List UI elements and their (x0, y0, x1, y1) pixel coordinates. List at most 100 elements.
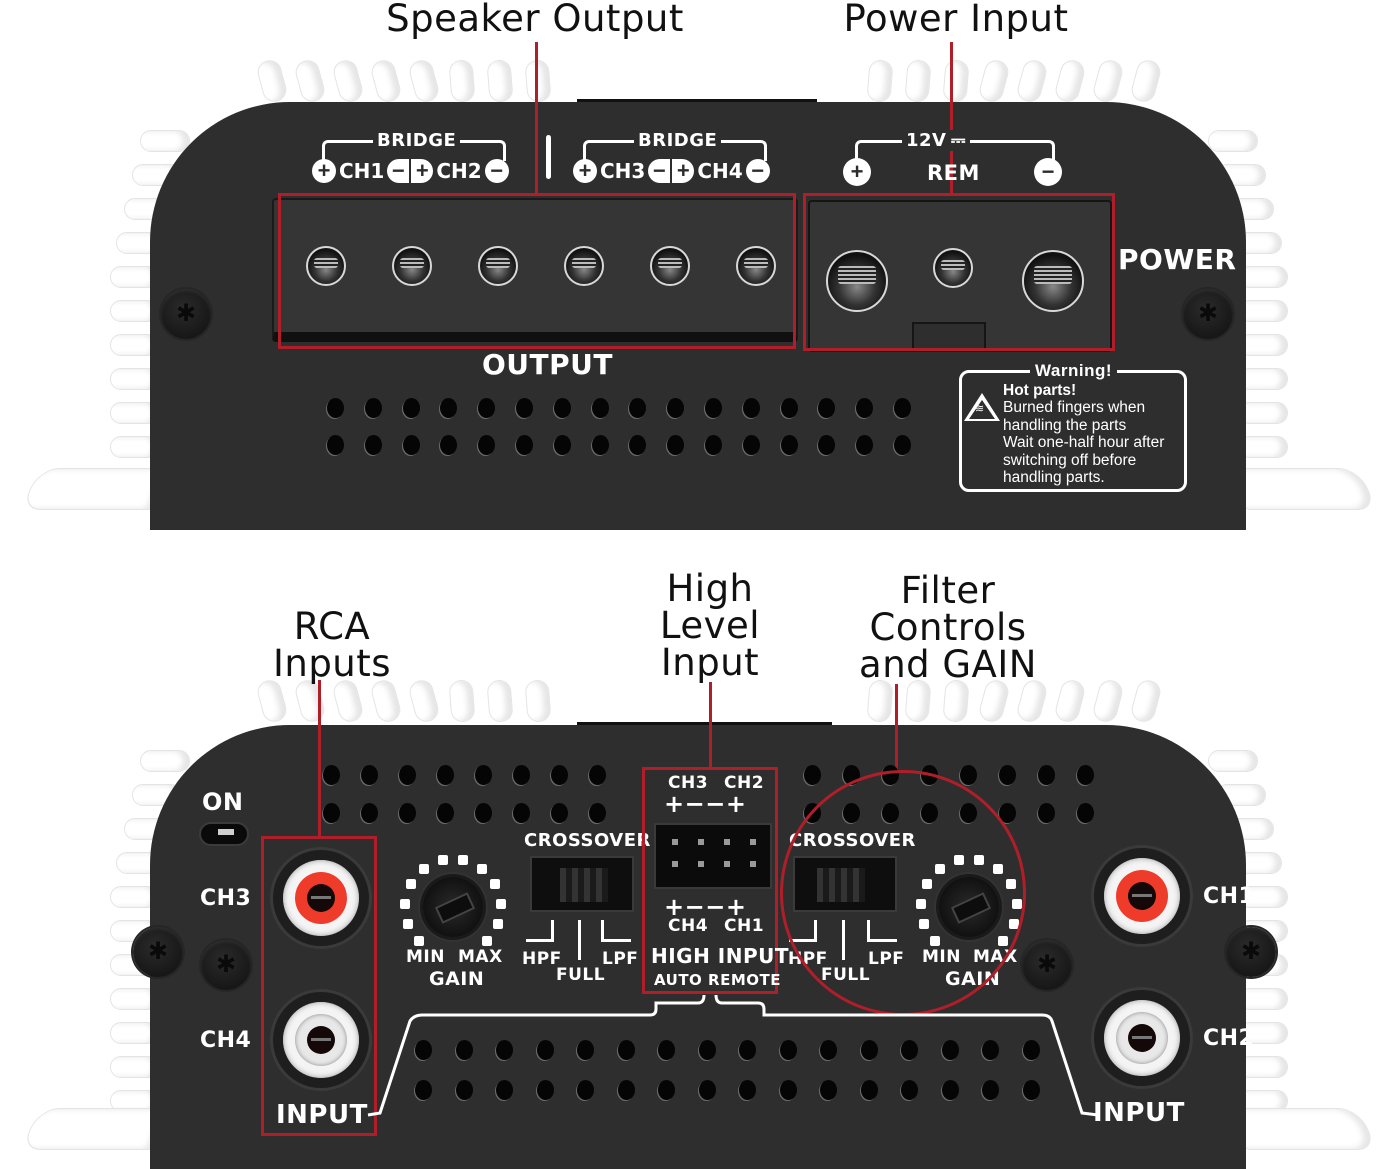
vent-hole (551, 765, 568, 785)
vent-hole (856, 398, 874, 418)
connector-pin (750, 861, 756, 867)
rca-jack-ch4[interactable] (273, 992, 369, 1088)
polarity-symbol: − (705, 893, 726, 921)
high-input-channel: CH4 (668, 916, 709, 936)
rca-jack-ch3[interactable] (273, 850, 369, 946)
vent-hole (437, 803, 454, 823)
vent-hole (818, 398, 836, 418)
vent-hole (323, 803, 340, 823)
vent-hole (513, 765, 530, 785)
polarity-symbol: − (684, 893, 706, 921)
hpf-tick (526, 939, 554, 942)
vent-hole (577, 1080, 594, 1100)
high-input-channel: CH3 (668, 773, 709, 793)
bridge-divider (546, 135, 551, 179)
power-label: POWER (1118, 243, 1237, 276)
vent-hole (496, 1040, 513, 1060)
vent-hole (780, 398, 798, 418)
vent-hole (894, 435, 911, 455)
vent-hole (901, 1040, 918, 1060)
heatsink-fin (904, 59, 932, 103)
vent-hole (553, 435, 571, 455)
callout-high-level-input: High Level Input (640, 570, 780, 681)
polarity-symbol: + (725, 790, 747, 818)
vent-hole (1038, 765, 1055, 785)
high-input-connector[interactable] (654, 823, 772, 889)
rca-label-ch4: CH4 (200, 1028, 252, 1053)
vent-hole (820, 1040, 837, 1060)
gain-scale-dot (458, 855, 469, 866)
rca-jack-ch1[interactable] (1094, 848, 1190, 944)
heatsink-fin (1052, 677, 1088, 725)
vent-hole (658, 1040, 675, 1060)
polarity-symbol: + (664, 790, 685, 818)
heatsink-fin (140, 750, 190, 772)
callout-power-input: Power Input (843, 0, 1069, 40)
vent-hole (742, 435, 760, 455)
switch-tab (218, 829, 234, 835)
vent-hole (516, 435, 533, 455)
vent-hole (475, 803, 492, 823)
vent-hole (402, 398, 420, 418)
vent-hole (1022, 1080, 1040, 1100)
callout-line: Input (660, 641, 760, 684)
plus-icon: + (672, 159, 695, 183)
polarity-symbol: − (684, 790, 706, 818)
power-highlight-box (803, 193, 1115, 351)
crossover-switch-left[interactable] (530, 856, 634, 912)
heatsink-fin (406, 677, 442, 725)
vent-hole (437, 765, 454, 785)
vent-hole (705, 398, 722, 418)
vent-hole (361, 803, 378, 823)
heatsink-fin (1208, 750, 1258, 772)
gain-scale-dot (476, 863, 487, 874)
rem-label: REM (927, 161, 980, 185)
output-highlight-box (278, 193, 796, 349)
gain-knob-dial[interactable] (423, 877, 483, 937)
vent-hole (516, 398, 533, 418)
heatsink-fin (1128, 677, 1164, 725)
gain-knob-left[interactable] (398, 852, 508, 962)
vent-hole (629, 435, 647, 455)
vent-hole (1077, 765, 1094, 785)
vent-hole (364, 398, 382, 418)
leader-high-level-input (709, 682, 712, 767)
heatsink-fin (406, 57, 442, 105)
vent-hole (818, 435, 836, 455)
heatsink-fin (254, 57, 290, 105)
screw-icon (201, 940, 251, 990)
gain-scale-dot (492, 918, 503, 929)
bridge-label-right: BRIDGE (634, 130, 722, 151)
crossover-slider[interactable] (560, 868, 608, 902)
high-input-bottom-polarity: +−−+ (664, 893, 746, 921)
gain-scale-dot (437, 855, 448, 866)
vent-hole (364, 435, 382, 455)
vent-hole (860, 1040, 878, 1060)
connector-pin (750, 839, 756, 845)
vent-hole (901, 1080, 918, 1100)
heatsink-fin (448, 59, 476, 103)
hpf-tick (551, 920, 554, 942)
heatsink-fin (140, 130, 190, 152)
channel-label-ch2: CH2 (436, 159, 482, 183)
bottom-amplifier-view: RCA Inputs High Level Input Filter Contr… (0, 560, 1396, 1169)
rca-label-ch1: CH1 (1203, 884, 1255, 909)
high-input-channel: CH2 (724, 773, 765, 793)
vent-hole (856, 435, 874, 455)
vent-hole (705, 435, 722, 455)
lpf-tick (601, 920, 604, 942)
high-input-channel: CH1 (724, 916, 765, 936)
vent-hole (327, 398, 344, 418)
power-on-switch[interactable] (199, 822, 249, 846)
vent-hole (323, 765, 340, 785)
vent-hole (860, 1080, 878, 1100)
vent-hole (440, 435, 458, 455)
screw-icon (1226, 927, 1276, 977)
heatsink-fin (292, 57, 328, 105)
rca-jack-ch2[interactable] (1094, 990, 1190, 1086)
vent-hole (742, 398, 760, 418)
vent-hole (779, 1040, 797, 1060)
heatsink-fin (866, 59, 894, 103)
heatsink-fin (1090, 677, 1126, 725)
heatsink-fin (1208, 130, 1258, 152)
